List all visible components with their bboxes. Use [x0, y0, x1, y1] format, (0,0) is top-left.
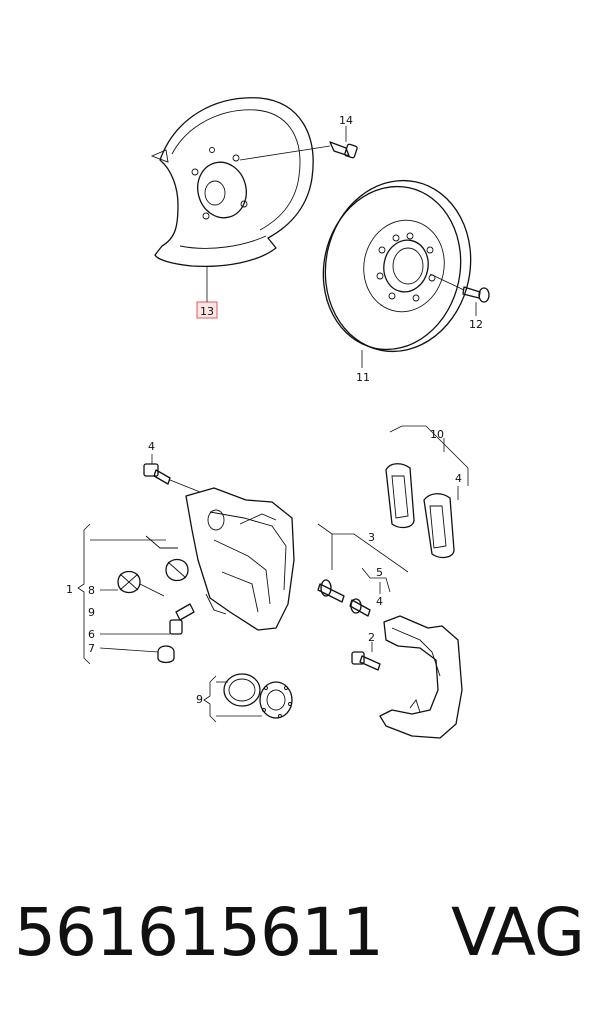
- callout-7: 7: [88, 642, 95, 655]
- caliper-bolt[interactable]: [143, 454, 201, 493]
- callout-4-top: 4: [148, 440, 155, 453]
- callout-4-cap: 4: [376, 595, 383, 608]
- guide-cap[interactable]: [361, 567, 391, 594]
- callout-6: 6: [88, 628, 95, 641]
- exploded-parts-diagram: 14 13 12 11 10 4 4 3 5 4 2 1 8 9 6 7 9: [66, 97, 490, 739]
- guide-pins[interactable]: [317, 523, 409, 617]
- carrier-bolt[interactable]: [351, 642, 381, 671]
- brand-name: VAG: [450, 894, 585, 971]
- callout-8: 8: [88, 584, 95, 597]
- callout-2: 2: [368, 631, 375, 644]
- part-number: 561615611: [14, 894, 384, 971]
- brake-caliper[interactable]: [185, 487, 295, 631]
- bleed-cap[interactable]: [157, 645, 175, 664]
- callout-11: 11: [356, 371, 370, 384]
- callout-14: 14: [339, 114, 353, 127]
- shield-bolt[interactable]: [239, 126, 358, 161]
- callout-1: 1: [66, 583, 73, 596]
- callout-4-pads: 4: [455, 472, 462, 485]
- disc-screw[interactable]: [429, 273, 490, 316]
- callout-13[interactable]: 13: [200, 305, 214, 318]
- brake-pads[interactable]: [385, 425, 469, 559]
- callout-5: 5: [376, 566, 383, 579]
- callout-9-group: 9: [88, 606, 95, 619]
- caliper-carrier[interactable]: [379, 615, 463, 739]
- brake-disc[interactable]: [308, 167, 486, 368]
- splash-shield[interactable]: [150, 97, 314, 268]
- callout-3: 3: [368, 531, 375, 544]
- group-bracket-1: [77, 523, 170, 665]
- seal-kit[interactable]: [203, 673, 293, 723]
- spring-parts[interactable]: [117, 535, 189, 597]
- callout-10: 10: [430, 428, 444, 441]
- callout-9-seals: 9: [196, 693, 203, 706]
- bleed-screw[interactable]: [169, 603, 195, 635]
- callout-12: 12: [469, 318, 483, 331]
